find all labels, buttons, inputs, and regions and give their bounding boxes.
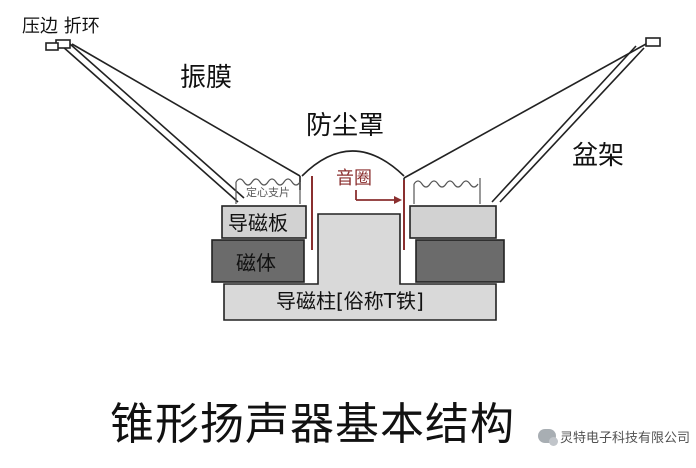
label-surround: 压边 折环: [22, 16, 100, 37]
top-plate-left: [221, 205, 307, 239]
magnet-left: [211, 239, 305, 283]
label-magnet: 磁体: [236, 251, 276, 275]
frame-left: [45, 39, 245, 203]
top-plate-right: [409, 205, 497, 239]
label-frame: 盆架: [572, 141, 624, 171]
wechat-icon: [537, 429, 558, 446]
watermark-text: 灵特电子科技有限公司: [559, 430, 690, 446]
voice-coil-arrow: [355, 190, 402, 204]
label-dust-cap: 防尘罩: [306, 111, 384, 141]
pole-piece: [223, 213, 497, 321]
label-top-plate: 导磁板: [228, 211, 288, 235]
diagram-title: 锥形扬声器基本结构: [110, 399, 515, 450]
frame-right: [491, 37, 661, 203]
magnet-right: [415, 239, 505, 283]
label-voice-coil: 音圈: [336, 168, 372, 189]
spider-right: [413, 178, 481, 204]
watermark: 灵特电子科技有限公司: [537, 426, 690, 446]
spider-left: [235, 178, 301, 204]
label-spider: 定心支片: [246, 185, 290, 199]
label-pole-piece: 导磁柱[俗称T铁]: [276, 289, 424, 313]
dust-cap: [301, 150, 405, 177]
voice-coil: [311, 176, 405, 250]
label-cone: 振膜: [180, 63, 232, 93]
